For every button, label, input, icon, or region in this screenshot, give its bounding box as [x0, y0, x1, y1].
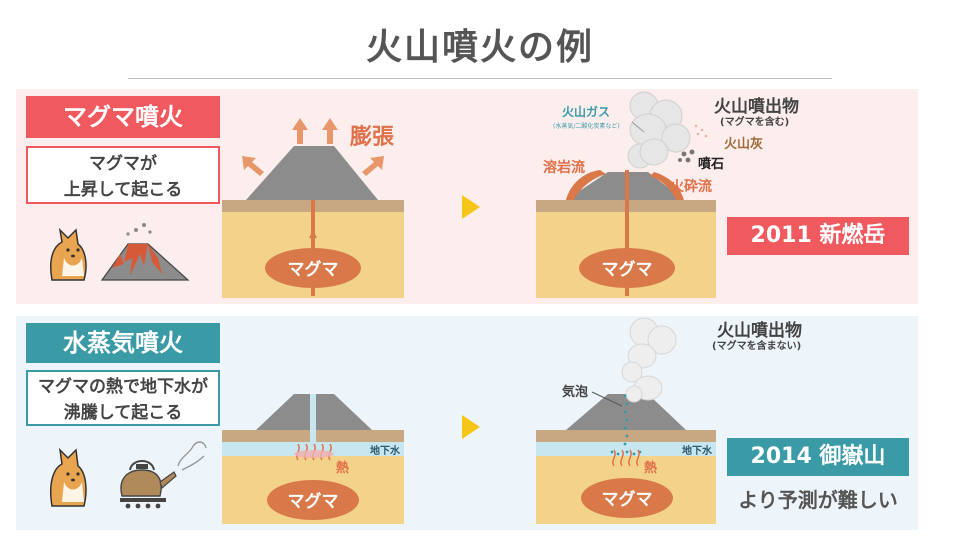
magmatic-example-badge: 2011 新燃岳 [727, 217, 909, 255]
phreatic-example-badge: 2014 御嶽山 [727, 438, 909, 476]
magmatic-note-line2: 上昇して起こる [63, 180, 183, 200]
magma-label: マグマ [602, 259, 653, 280]
magmatic-before-diagram: 膨張 マグマ [222, 118, 404, 298]
page-title: 火山噴火の例 [365, 27, 594, 68]
dog-icon [50, 447, 87, 507]
bombs-label: 噴石 [698, 157, 725, 172]
magmatic-heading: マグマ噴火 [26, 96, 220, 138]
heat-label: 熱 [644, 460, 657, 476]
water-conduit [310, 394, 316, 456]
phreatic-before-diagram: 地下水 熱 マグマ [222, 394, 404, 524]
magma-conduit [625, 170, 629, 296]
magmatic-ejecta-label: 火山噴出物 [714, 97, 799, 117]
phreatic-note-line2: 沸騰して起こる [63, 403, 183, 423]
volcanic-bombs-icon [678, 149, 695, 163]
groundwater-label: 地下水 [682, 444, 713, 457]
magma-up-arrow [309, 230, 317, 238]
heated-zone [294, 450, 334, 458]
dog-volcano-illustration [50, 223, 190, 281]
heat-waves-icon [612, 449, 640, 467]
phreatic-ejecta-label: 火山噴出物 [717, 321, 802, 341]
magmatic-ejecta-note: (マグマを含む) [720, 117, 790, 128]
phreatic-note: マグマの熱で地下水が 沸騰して起こる [26, 370, 220, 426]
lava-flow-label: 溶岩流 [543, 160, 585, 176]
title-divider [128, 78, 832, 79]
pyroclastic-flow-label: 火砕流 [670, 179, 712, 195]
steam-icon [177, 441, 207, 471]
dog-kettle-illustration [50, 441, 207, 509]
eruption-plume [621, 317, 677, 403]
magma-label: マグマ [288, 491, 339, 512]
lava-flow [566, 170, 606, 200]
ash-label: 火山灰 [724, 137, 764, 152]
pyroclastic-flow [650, 172, 684, 200]
expansion-arrows [242, 118, 384, 176]
magmatic-after-diagram: マグマ [536, 91, 716, 298]
stove-flame-icon [120, 498, 166, 509]
next-arrow-icon [462, 415, 480, 439]
magma-chamber [579, 248, 675, 288]
volcano-cone [246, 146, 378, 200]
magma-chamber [265, 248, 361, 288]
phreatic-ejecta-note: (マグマを含まない) [712, 341, 802, 352]
volcanic-gas-label: 火山ガス [562, 105, 611, 119]
eruption-plume [627, 91, 691, 169]
kettle-icon [120, 460, 177, 497]
phreatic-after-diagram: 地下水 熱 マグマ [536, 317, 716, 524]
expansion-label: 膨張 [349, 125, 395, 150]
small-volcano-icon [100, 223, 190, 281]
magma-chamber [581, 478, 673, 518]
magma-label: マグマ [602, 489, 653, 510]
magmatic-note: マグマが 上昇して起こる [26, 146, 220, 204]
volcanic-gas-note: (水蒸気/二酸化炭素など) [553, 123, 620, 130]
groundwater-label: 地下水 [370, 444, 401, 457]
bubbles-label: 気泡 [562, 385, 589, 400]
phreatic-note-line1: マグマの熱で地下水が [38, 377, 208, 397]
magma-label: マグマ [288, 259, 339, 280]
prediction-remark: より予測が難しい [738, 488, 898, 512]
dog-icon [50, 227, 87, 281]
next-arrow-icon [462, 195, 480, 219]
groundwater-layer [536, 442, 716, 456]
magma-chamber [267, 480, 359, 520]
phreatic-heading: 水蒸気噴火 [26, 323, 220, 363]
magmatic-note-line1: マグマが [89, 154, 157, 174]
heat-label: 熱 [336, 460, 349, 476]
ash-particles-icon [694, 124, 708, 138]
